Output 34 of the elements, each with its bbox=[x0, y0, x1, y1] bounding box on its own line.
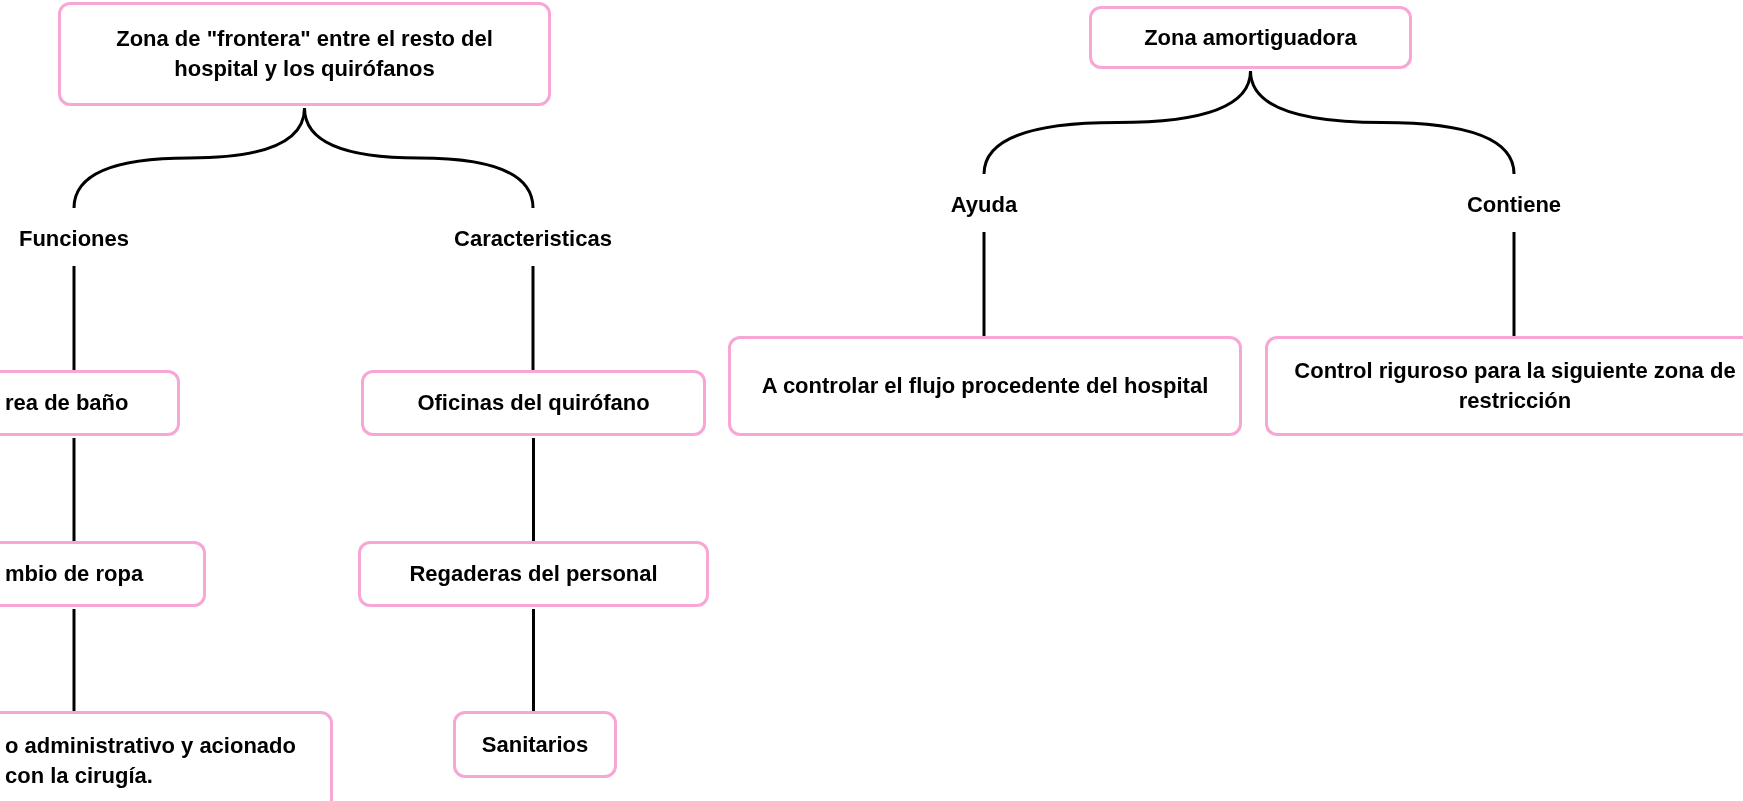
connector-line bbox=[72, 609, 76, 711]
connector-line bbox=[72, 266, 76, 370]
topic-box bbox=[0, 541, 206, 607]
topic-box bbox=[58, 2, 551, 106]
connector-line bbox=[1249, 70, 1516, 175]
connector-line bbox=[531, 266, 535, 370]
connector-line bbox=[1512, 232, 1516, 336]
node-text: Sanitarios bbox=[481, 730, 589, 759]
node-text: Regaderas del personal bbox=[409, 560, 658, 588]
topic-box bbox=[1089, 6, 1412, 69]
node-text: rea de baño bbox=[5, 389, 129, 417]
node-text: Contiene bbox=[1466, 191, 1562, 219]
connector-line bbox=[982, 232, 986, 336]
node-text: o administrativo y acionado con la cirugía. bbox=[5, 732, 297, 790]
node-text: Zona de "frontera" entre el resto del hospital y los quirófanos bbox=[115, 25, 494, 83]
node-text: mbio de ropa bbox=[5, 560, 144, 588]
topic-box bbox=[1265, 336, 1743, 436]
topic-box bbox=[0, 711, 333, 801]
node-text: Funciones bbox=[19, 225, 129, 253]
connector-line bbox=[532, 438, 535, 541]
topic-box bbox=[358, 541, 709, 607]
topic-box bbox=[0, 370, 180, 436]
connector-line bbox=[532, 609, 535, 711]
node-text: Caracteristicas bbox=[454, 225, 612, 253]
node-text: Ayuda bbox=[950, 191, 1018, 219]
node-text: A controlar el flujo procedente del hospital bbox=[761, 372, 1209, 400]
node-text: Oficinas del quirófano bbox=[417, 389, 650, 417]
node-text: Zona amortiguadora bbox=[1144, 23, 1357, 52]
connector-line bbox=[303, 107, 535, 209]
topic-box bbox=[728, 336, 1242, 436]
topic-box bbox=[453, 711, 617, 778]
node-text: Control riguroso para la siguiente zona de restricción bbox=[1293, 357, 1737, 415]
topic-box bbox=[361, 370, 706, 436]
connector-line bbox=[72, 438, 76, 541]
